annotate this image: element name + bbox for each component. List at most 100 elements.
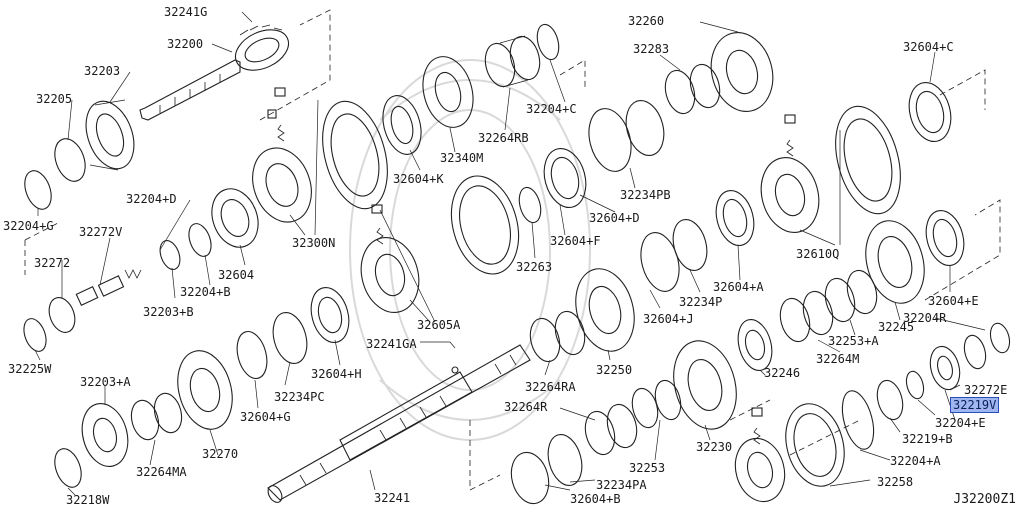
label-32205[interactable]: 32205 — [36, 92, 73, 106]
needle-bearing-32264m — [779, 290, 834, 343]
label-32204-g[interactable]: 32204+G — [3, 219, 54, 233]
label-32204-b[interactable]: 32204+B — [180, 285, 231, 299]
bush-32253a — [824, 269, 878, 323]
label-32253-a[interactable]: 32253+A — [828, 334, 879, 348]
label-32264m[interactable]: 32264M — [816, 352, 860, 366]
label-32204-d[interactable]: 32204+D — [126, 192, 177, 206]
gear-32270 — [177, 350, 233, 430]
label-32264ma[interactable]: 32264MA — [136, 465, 187, 479]
synchro-32610q — [760, 105, 901, 233]
label-32604-k[interactable]: 32604+K — [393, 172, 444, 186]
ring-32234pa — [547, 433, 583, 487]
label-32604-h[interactable]: 32604+H — [311, 367, 362, 381]
label-32241ga[interactable]: 32241GA — [366, 337, 417, 351]
label-32203-b[interactable]: 32203+B — [143, 305, 194, 319]
label-32234pc[interactable]: 32234PC — [274, 390, 325, 404]
label-32604-d[interactable]: 32604+D — [589, 211, 640, 225]
label-32605a[interactable]: 32605A — [417, 318, 461, 332]
mainshaft-32241 — [267, 344, 531, 503]
label-32234p[interactable]: 32234P — [679, 295, 723, 309]
label-32203-a[interactable]: 32203+A — [80, 375, 131, 389]
synchro-32258 — [734, 403, 845, 503]
label-32234pb[interactable]: 32234PB — [620, 188, 671, 202]
label-32272v[interactable]: 32272V — [79, 225, 123, 239]
label-32604-g[interactable]: 32604+G — [240, 410, 291, 424]
synchro-ring-32604c — [908, 82, 952, 142]
label-32218w[interactable]: 32218W — [66, 493, 110, 507]
ring-32234pc — [272, 311, 308, 365]
label-32604-a[interactable]: 32604+A — [713, 280, 764, 294]
gear-32340m — [422, 56, 474, 128]
label-32283[interactable]: 32283 — [633, 42, 670, 56]
group-brackets — [24, 9, 1001, 491]
input-shaft — [139, 24, 290, 121]
label-32230[interactable]: 32230 — [696, 440, 733, 454]
rings-left — [23, 138, 212, 488]
label-32260[interactable]: 32260 — [628, 14, 665, 28]
label-32272e[interactable]: 32272E — [964, 383, 1008, 397]
needle-bearing-32283 — [664, 63, 721, 115]
label-32241g[interactable]: 32241G — [164, 5, 208, 19]
label-32264r[interactable]: 32264R — [504, 400, 548, 414]
needle-bearing-32264ma — [130, 392, 183, 441]
label-32245[interactable]: 32245 — [878, 320, 915, 334]
snap-ring-32204c — [536, 23, 560, 61]
label-32203[interactable]: 32203 — [84, 64, 121, 78]
label-32264ra[interactable]: 32264RA — [525, 380, 576, 394]
label-32204-a[interactable]: 32204+A — [890, 454, 941, 468]
gear-32604 — [211, 188, 259, 248]
bearing-32203 — [85, 99, 135, 171]
washer-32246 — [737, 318, 773, 372]
bearing-32203a — [81, 403, 129, 467]
label-32200[interactable]: 32200 — [167, 37, 204, 51]
diagram-code: J32200Z1 — [953, 492, 1016, 507]
label-32204-c[interactable]: 32204+C — [526, 102, 577, 116]
label-32219v-highlighted[interactable]: 32219V — [949, 397, 1000, 413]
leader-lines — [34, 11, 986, 496]
label-32604-c[interactable]: 32604+C — [903, 40, 954, 54]
pilot-bearing — [48, 269, 142, 333]
needle-bearing-32264rb — [484, 35, 541, 88]
label-32604-j[interactable]: 32604+J — [643, 312, 694, 326]
synchro-ring-32604f — [543, 148, 587, 208]
ring-32604g — [236, 330, 268, 380]
label-32610q[interactable]: 32610Q — [796, 247, 840, 261]
label-32258[interactable]: 32258 — [877, 475, 914, 489]
label-32340m[interactable]: 32340M — [440, 151, 484, 165]
label-32264rb[interactable]: 32264RB — [478, 131, 529, 145]
label-32204-e[interactable]: 32204+E — [935, 416, 986, 430]
synchro-32605a — [360, 175, 542, 313]
gear-32245 — [865, 220, 925, 304]
label-32241[interactable]: 32241 — [374, 491, 411, 505]
label-32263[interactable]: 32263 — [516, 260, 553, 274]
bush-32253 — [631, 379, 682, 429]
gear-32260 — [710, 32, 774, 112]
label-32300n[interactable]: 32300N — [292, 236, 336, 250]
synchro-ring-32604e — [925, 210, 965, 266]
gear-32250 — [575, 268, 635, 352]
bearing-32272e — [841, 322, 1011, 450]
needle-bearing-32264r — [584, 403, 638, 456]
label-32604[interactable]: 32604 — [218, 268, 255, 282]
label-32219-b[interactable]: 32219+B — [902, 432, 953, 446]
synchro-ring-32604a — [715, 190, 755, 246]
label-32604-e[interactable]: 32604+E — [928, 294, 979, 308]
needle-bearing-32264ra — [529, 310, 586, 363]
label-32250[interactable]: 32250 — [596, 363, 633, 377]
label-32225w[interactable]: 32225W — [8, 362, 52, 376]
ring-32234p — [640, 218, 708, 292]
label-32604-b[interactable]: 32604+B — [570, 492, 621, 506]
label-32246[interactable]: 32246 — [764, 366, 801, 380]
label-32253[interactable]: 32253 — [629, 461, 666, 475]
label-32604-f[interactable]: 32604+F — [550, 234, 601, 248]
gear-32230 — [673, 340, 737, 430]
synchro-hub-32300n — [252, 87, 388, 223]
ring-32234pb — [588, 100, 665, 172]
synchro-ring-32604h — [310, 287, 350, 343]
label-32270[interactable]: 32270 — [202, 447, 239, 461]
label-32272[interactable]: 32272 — [34, 256, 71, 270]
synchro-ring-32604b — [510, 451, 550, 505]
label-32204r[interactable]: 32204R — [903, 311, 947, 325]
label-32234pa[interactable]: 32234PA — [596, 478, 647, 492]
